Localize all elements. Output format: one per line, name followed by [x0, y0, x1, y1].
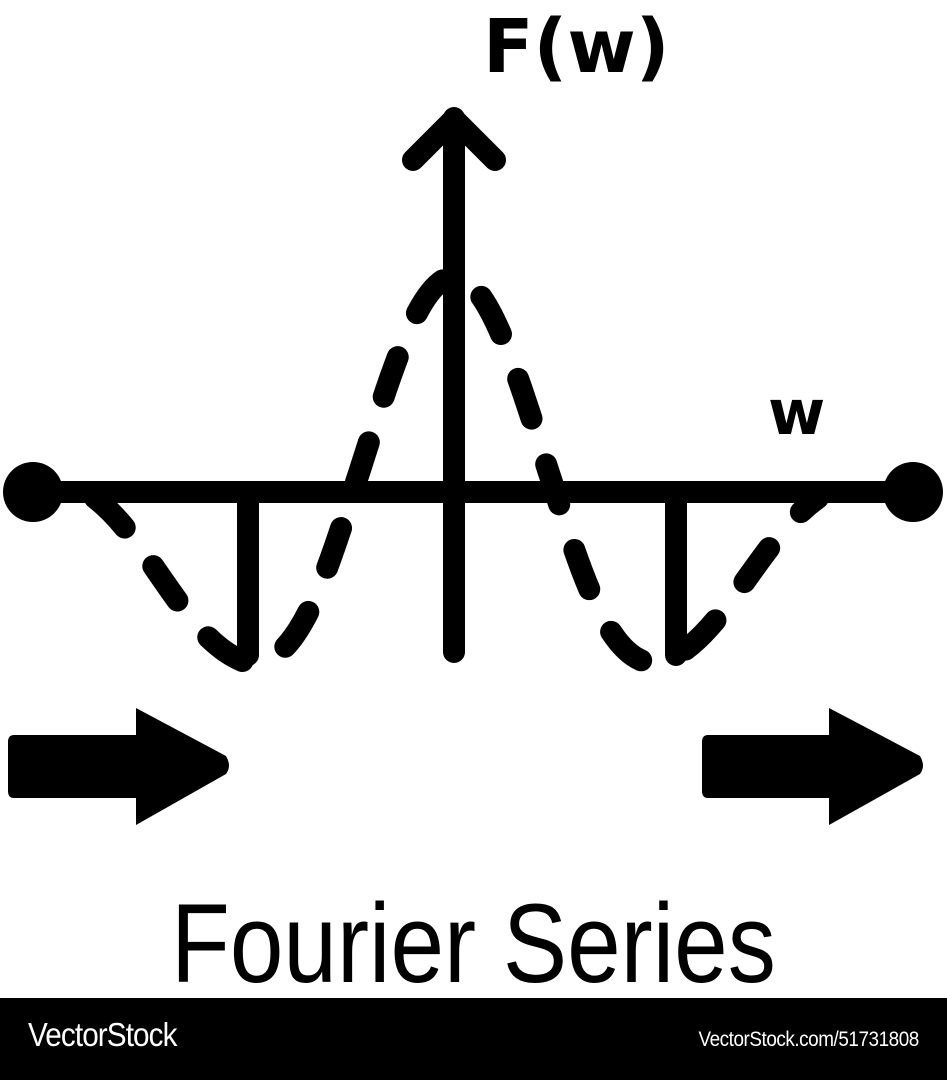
diagram-title: Fourier Series	[170, 881, 776, 1006]
x-axis-label: w	[768, 376, 825, 449]
right-arrow-icon-right	[702, 708, 923, 825]
fourier-diagram: F(w) w	[3, 4, 943, 825]
trough-stems	[237, 481, 687, 666]
y-axis-arrow-icon	[402, 107, 506, 663]
fourier-series-icon: F(w) w	[3, 4, 943, 825]
x-axis	[3, 462, 943, 522]
dashed-curve	[84, 264, 829, 674]
watermark-footer: VectorStock VectorStock.com/51731808	[0, 998, 947, 1080]
axis-endpoint-right	[883, 462, 943, 522]
brand-logo: VectorStock	[28, 1016, 177, 1053]
axis-endpoint-left	[3, 462, 63, 522]
y-axis-label: F(w)	[483, 4, 670, 90]
right-arrow-icon-left	[8, 708, 229, 825]
image-reference: VectorStock.com/51731808	[698, 1028, 920, 1051]
